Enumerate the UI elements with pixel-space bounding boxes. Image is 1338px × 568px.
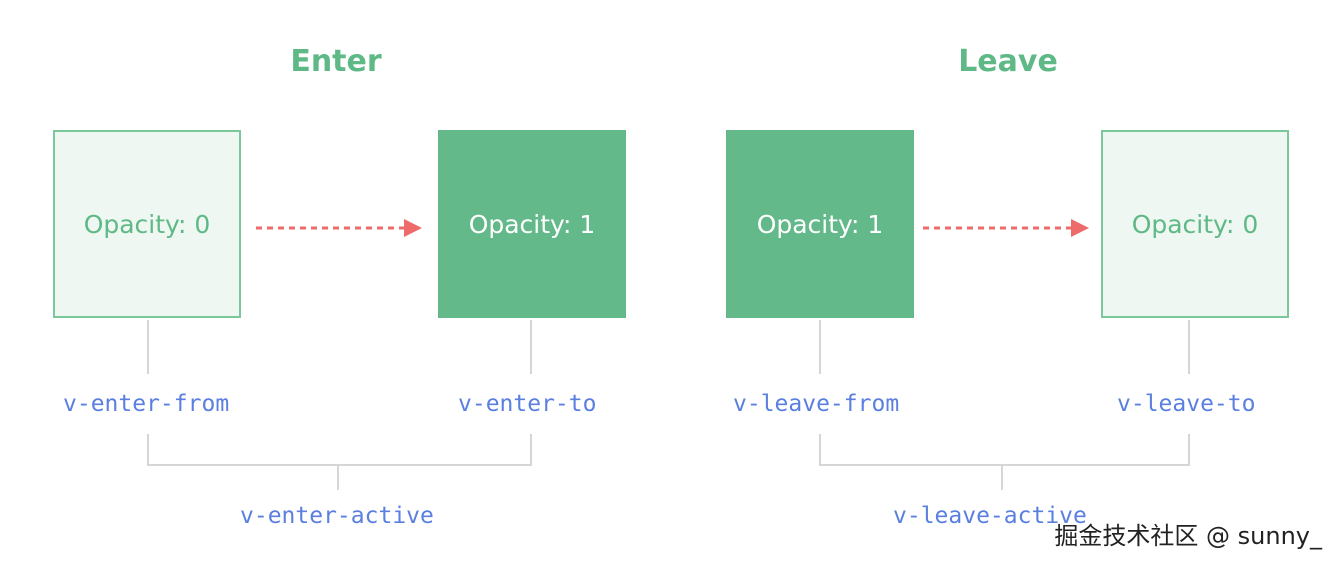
enter-arrow-head bbox=[404, 219, 422, 237]
leave-title: Leave bbox=[958, 44, 1058, 79]
watermark: 掘金技术社区 @ sunny_ bbox=[1054, 522, 1322, 550]
enter-title: Enter bbox=[290, 44, 382, 79]
leave-from-box: Opacity: 1 bbox=[726, 130, 914, 318]
leave-active-label: v-leave-active bbox=[893, 503, 1087, 529]
enter-to-label: v-enter-to bbox=[458, 391, 597, 417]
enter-active-bracket bbox=[147, 434, 532, 466]
enter-from-box: Opacity: 0 bbox=[53, 130, 241, 318]
enter-active-label: v-enter-active bbox=[240, 503, 434, 529]
leave-to-box: Opacity: 0 bbox=[1101, 130, 1289, 318]
enter-to-box: Opacity: 1 bbox=[438, 130, 626, 318]
leave-arrow-head bbox=[1071, 219, 1089, 237]
enter-from-label: v-enter-from bbox=[63, 391, 230, 417]
leave-from-label: v-leave-from bbox=[733, 391, 900, 417]
leave-active-bracket bbox=[819, 434, 1190, 466]
leave-to-label: v-leave-to bbox=[1117, 391, 1256, 417]
